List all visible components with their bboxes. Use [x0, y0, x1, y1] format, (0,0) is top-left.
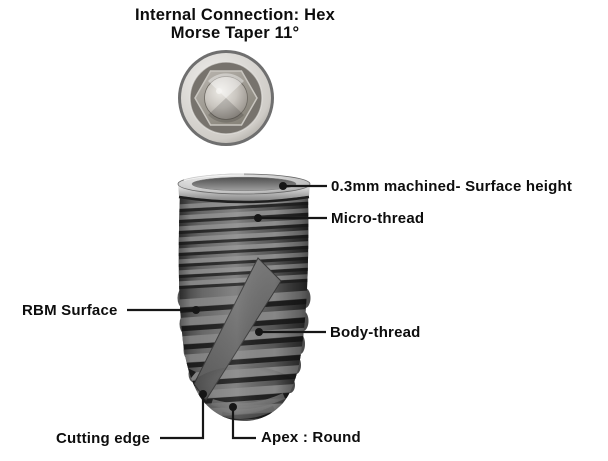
- machined-collar: [177, 173, 311, 204]
- callout-micro-thread: Micro-thread: [331, 210, 425, 227]
- leader-dots: [192, 182, 287, 411]
- leader-dot-cutting-edge: [199, 390, 207, 398]
- leader-dot-micro-thread: [254, 214, 262, 222]
- leader-dot-surface-height: [279, 182, 287, 190]
- hex-connection-top-view: [178, 50, 274, 146]
- callout-cutting-edge: Cutting edge: [56, 430, 151, 447]
- diagram-title: Internal Connection: Hex Morse Taper 11°: [35, 6, 435, 42]
- cone-shadow: [208, 98, 244, 123]
- cone-glint: [216, 88, 222, 94]
- callout-rbm-surface: RBM Surface: [22, 302, 118, 319]
- callout-apex: Apex : Round: [261, 429, 361, 446]
- leader-line-apex: [231, 407, 256, 440]
- title-line-2: Morse Taper 11°: [170, 24, 300, 42]
- cylinder-shading: [178, 192, 309, 421]
- callout-body-thread: Body-thread: [330, 324, 421, 341]
- leader-dot-rbm-surface: [192, 306, 200, 314]
- cone-highlight: [208, 73, 244, 98]
- leader-lines: [127, 184, 327, 440]
- leader-dot-apex: [229, 403, 237, 411]
- leader-line-cutting-edge: [160, 394, 205, 440]
- callout-surface-height: 0.3mm machined- Surface height: [331, 178, 573, 195]
- title-line-1: Internal Connection: Hex: [134, 6, 336, 24]
- hex-center-cone: [204, 76, 248, 120]
- leader-dot-body-thread: [255, 328, 263, 336]
- implant-side-view: [177, 173, 311, 421]
